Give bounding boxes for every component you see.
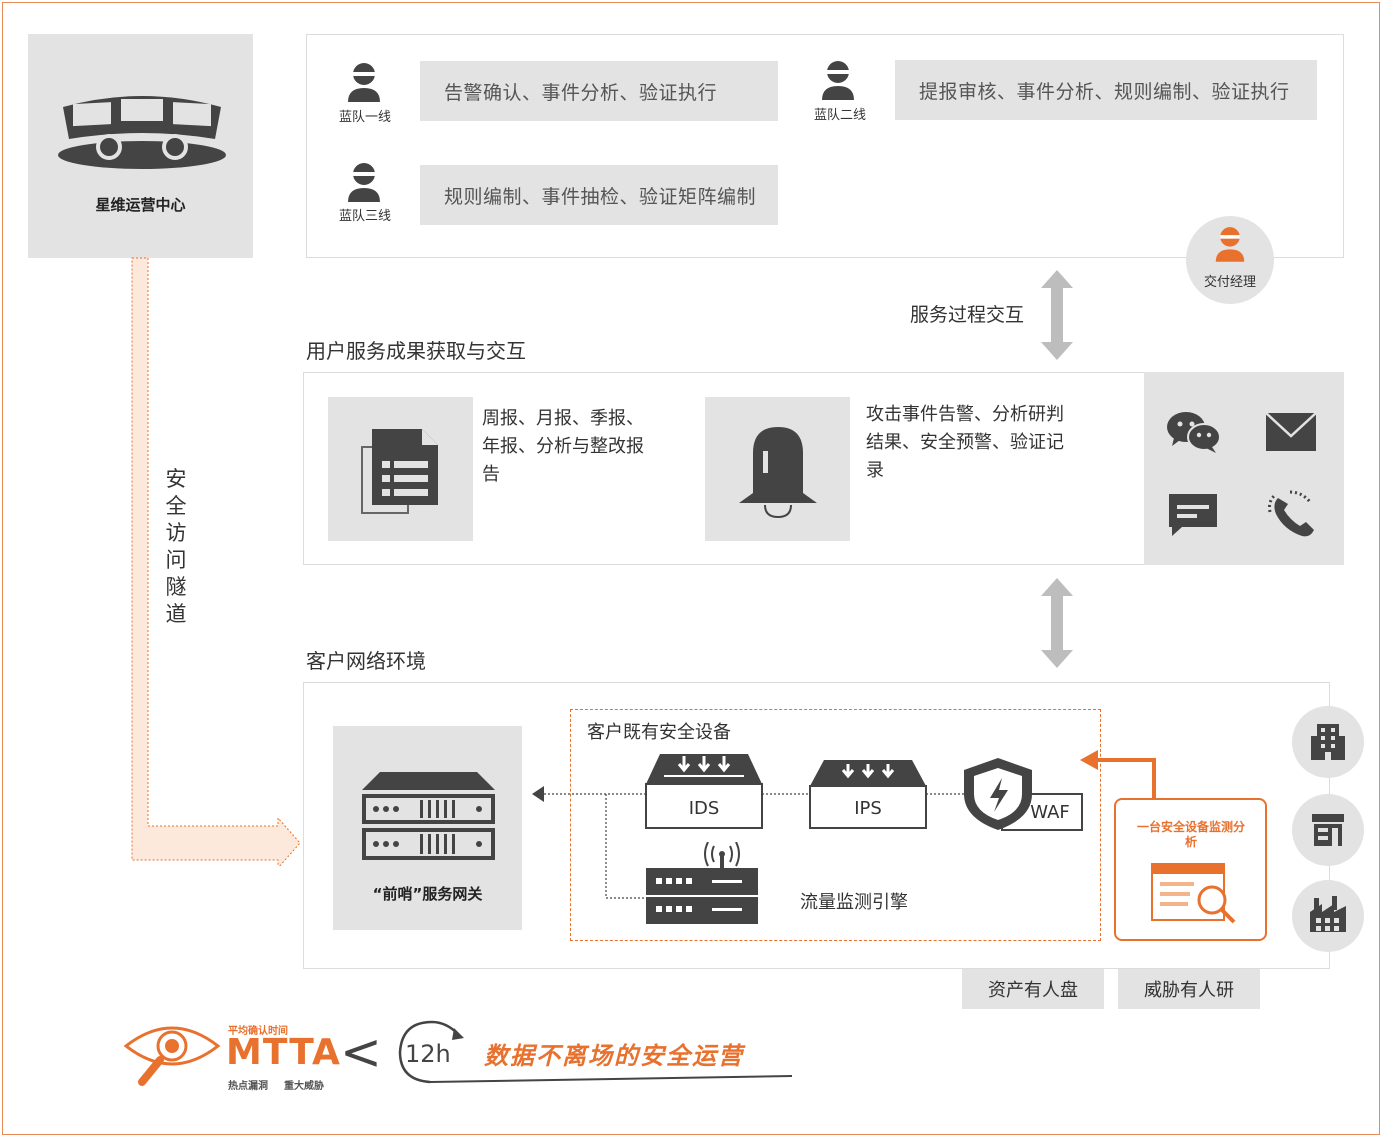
report-document-icon — [361, 429, 438, 514]
double-arrow-icon — [1041, 578, 1073, 668]
clock-cycle-icon — [398, 1020, 793, 1084]
monitor-analysis-box: 一台安全设备监测分析 — [1114, 798, 1267, 941]
threat-tag: 威胁有人研 — [1118, 969, 1260, 1009]
tasks-tier2: 提报审核、事件分析、规则编制、验证执行 — [895, 60, 1317, 120]
eye-magnifier-icon — [124, 1026, 221, 1086]
delivery-manager-label: 交付经理 — [1203, 275, 1256, 290]
role-tier2: 蓝队二线 — [813, 108, 866, 123]
channels-box — [1144, 372, 1344, 565]
service-interaction-label: 服务过程交互 — [910, 304, 1025, 326]
mtta-caption-top: 平均确认时间 — [228, 1026, 288, 1037]
agent-icon — [348, 163, 380, 202]
traffic-engine-icon — [646, 842, 758, 924]
mail-icon — [1265, 412, 1317, 451]
alert-icon-box — [705, 397, 850, 541]
existing-devices-title: 客户既有安全设备 — [587, 722, 731, 743]
factory-icon — [1310, 896, 1346, 932]
gateway-label: “前哨”服务网关 — [372, 885, 483, 903]
gateway-server-icon — [362, 772, 495, 860]
tunnel-label: 安全访问隧道 — [165, 467, 187, 626]
wechat-icon — [1167, 412, 1221, 453]
bank-circle — [1292, 794, 1364, 866]
alerts-desc: 攻击事件告警、分析研判结果、安全预警、验证记录 — [866, 404, 1064, 481]
customer-network-title: 客户网络环境 — [306, 649, 426, 673]
monitoring-wall-icon — [58, 96, 226, 169]
ips-label: IPS — [854, 798, 882, 819]
less-than-sign: < — [340, 1023, 382, 1081]
waf-shield-icon — [964, 758, 1083, 831]
gateway-box: “前哨”服务网关 — [333, 726, 522, 930]
device-connector-lines — [532, 786, 966, 899]
slogan: 数据不离场的安全运营 — [484, 1042, 744, 1070]
orange-arrow — [1080, 750, 1156, 800]
search-document-icon — [1151, 863, 1236, 924]
existing-devices-box — [570, 709, 1101, 941]
bell-icon — [739, 427, 817, 519]
delivery-manager-badge: 交付经理 — [1186, 216, 1274, 304]
ids-label: IDS — [688, 798, 720, 819]
tasks-tier3: 规则编制、事件抽检、验证矩阵编制 — [420, 165, 778, 225]
agent-icon — [822, 61, 854, 100]
office-building-icon — [1311, 724, 1345, 760]
waf-label: WAF — [1030, 802, 1070, 823]
mtta-label: MTTA — [226, 1032, 341, 1073]
phone-icon — [1268, 490, 1314, 537]
monitor-analysis-label: 一台安全设备监测分析 — [1136, 820, 1245, 849]
ids-device-icon — [645, 754, 763, 829]
asset-tag: 资产有人盘 — [962, 969, 1104, 1009]
building-circle — [1292, 706, 1364, 778]
ops-center-label: 星维运营中心 — [95, 196, 186, 214]
role-tier1: 蓝队一线 — [338, 110, 391, 125]
agent-icon — [348, 63, 380, 102]
ops-center-box: 星维运营中心 — [28, 34, 253, 258]
traffic-engine-label: 流量监测引擎 — [800, 892, 908, 913]
factory-circle — [1292, 880, 1364, 952]
ips-device-icon — [809, 760, 927, 829]
twelve-hours: 12h — [405, 1040, 451, 1068]
institution-building-icon — [1312, 814, 1344, 846]
manager-icon — [1215, 227, 1245, 262]
tasks-tier1: 告警确认、事件分析、验证执行 — [420, 61, 778, 121]
role-tier3: 蓝队三线 — [338, 209, 391, 224]
report-icon-box — [328, 397, 473, 541]
double-arrow-icon — [1041, 270, 1073, 360]
reports-desc: 周报、月报、季报、年报、分析与整改报告 — [482, 408, 644, 485]
results-title: 用户服务成果获取与交互 — [306, 339, 526, 363]
mtta-caption-bottom-1: 热点漏洞 — [228, 1081, 268, 1092]
message-icon — [1169, 494, 1217, 536]
tunnel-arrow — [131, 257, 301, 866]
mtta-caption-bottom-2: 重大威胁 — [284, 1081, 324, 1092]
